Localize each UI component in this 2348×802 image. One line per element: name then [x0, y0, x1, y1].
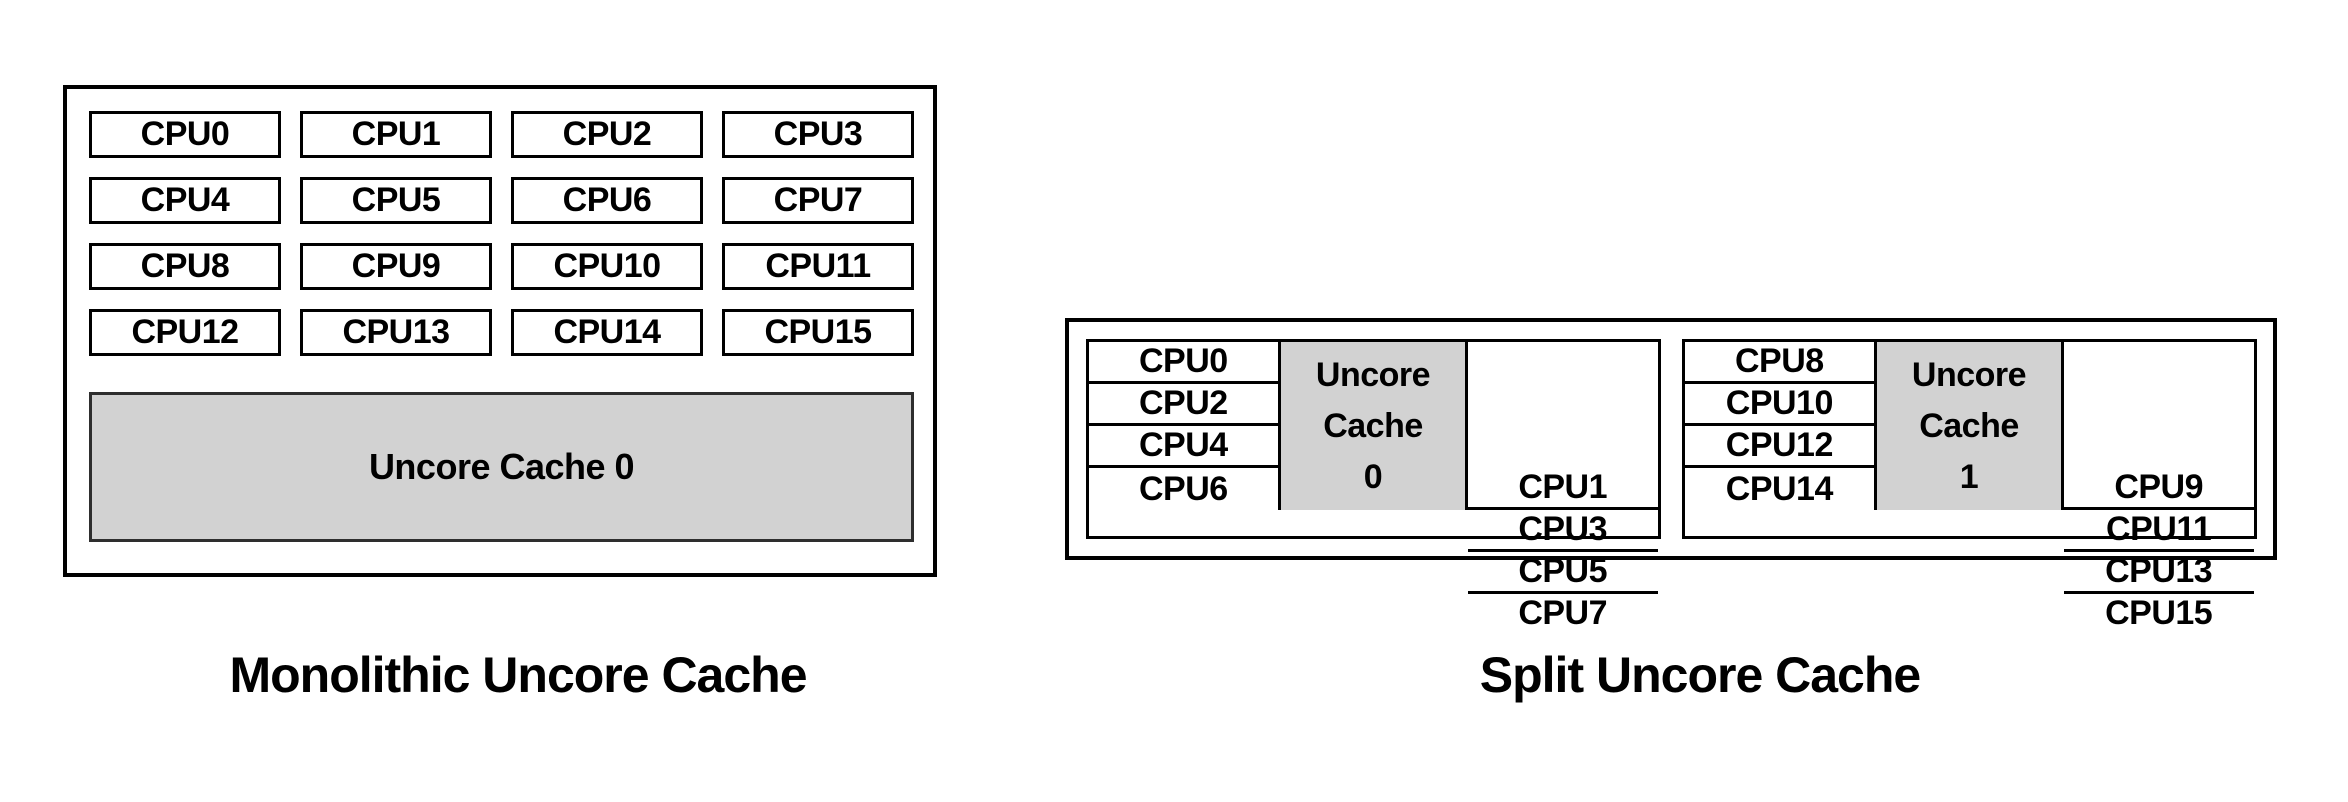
cpu-cell: CPU3 — [1467, 510, 1658, 552]
cpu-cell: CPU12 — [1684, 426, 1875, 468]
cpu-cell: CPU5 — [1467, 552, 1658, 594]
cpu-cell: CPU14 — [1725, 469, 1834, 508]
cache-line: 0 — [1363, 457, 1383, 496]
split-caption: Split Uncore Cache — [1479, 647, 1921, 703]
uncore-cache-cell-0: Uncore Cache 0 — [1278, 342, 1468, 510]
cpu-box: CPU8 — [89, 243, 281, 290]
cpu-box: CPU2 — [511, 111, 703, 158]
cpu-cell: CPU13 — [2063, 552, 2254, 594]
cpu-cell: CPU15 — [2105, 594, 2213, 632]
cache-line: Uncore — [1315, 355, 1431, 394]
cache-line: Uncore — [1911, 355, 2027, 394]
cache-line: 1 — [1959, 457, 1979, 496]
uncore-cache-bar: Uncore Cache 0 — [89, 392, 914, 542]
monolithic-diagram: CPU0 CPU1 CPU2 CPU3 CPU4 CPU5 CPU6 CPU7 … — [63, 85, 937, 577]
cpu-cell: CPU8 — [1684, 342, 1875, 384]
cpu-box: CPU13 — [300, 309, 492, 356]
monolithic-cpu-grid: CPU0 CPU1 CPU2 CPU3 CPU4 CPU5 CPU6 CPU7 … — [89, 111, 933, 356]
cpu-group-0: CPU0 CPU2 CPU4 CPU6 Uncore Cache 0 CPU1 … — [1085, 339, 1661, 632]
cpu-box: CPU9 — [300, 243, 492, 290]
cpu-box: CPU0 — [89, 111, 281, 158]
cpu-cell: CPU6 — [1138, 469, 1228, 508]
cpu-box: CPU10 — [511, 243, 703, 290]
cpu-box: CPU6 — [511, 177, 703, 224]
cpu-box: CPU5 — [300, 177, 492, 224]
split-diagram: CPU0 CPU2 CPU4 CPU6 Uncore Cache 0 CPU1 … — [1065, 318, 2277, 632]
cpu-group-1: CPU8 CPU10 CPU12 CPU14 Uncore Cache 1 CP… — [1681, 339, 2257, 632]
cache-line: Cache — [1323, 406, 1423, 445]
uncore-cache-cell-1: Uncore Cache 1 — [1874, 342, 2064, 510]
cpu-cell: CPU7 — [1518, 594, 1608, 632]
cpu-box: CPU7 — [722, 177, 914, 224]
cpu-cell: CPU1 — [1467, 468, 1658, 510]
monolithic-caption: Monolithic Uncore Cache — [229, 647, 807, 703]
cpu-box: CPU12 — [89, 309, 281, 356]
cpu-cell: CPU0 — [1088, 342, 1279, 384]
cpu-cell: CPU9 — [2063, 468, 2254, 510]
cpu-box: CPU4 — [89, 177, 281, 224]
cpu-box: CPU11 — [722, 243, 914, 290]
cpu-cell: CPU11 — [2063, 510, 2254, 552]
cpu-box: CPU15 — [722, 309, 914, 356]
cpu-box: CPU14 — [511, 309, 703, 356]
cpu-cell: CPU10 — [1684, 384, 1875, 426]
cpu-cell: CPU2 — [1088, 384, 1279, 426]
cache-line: Cache — [1919, 406, 2019, 445]
cpu-box: CPU1 — [300, 111, 492, 158]
cpu-cell: CPU4 — [1088, 426, 1279, 468]
cpu-box: CPU3 — [722, 111, 914, 158]
